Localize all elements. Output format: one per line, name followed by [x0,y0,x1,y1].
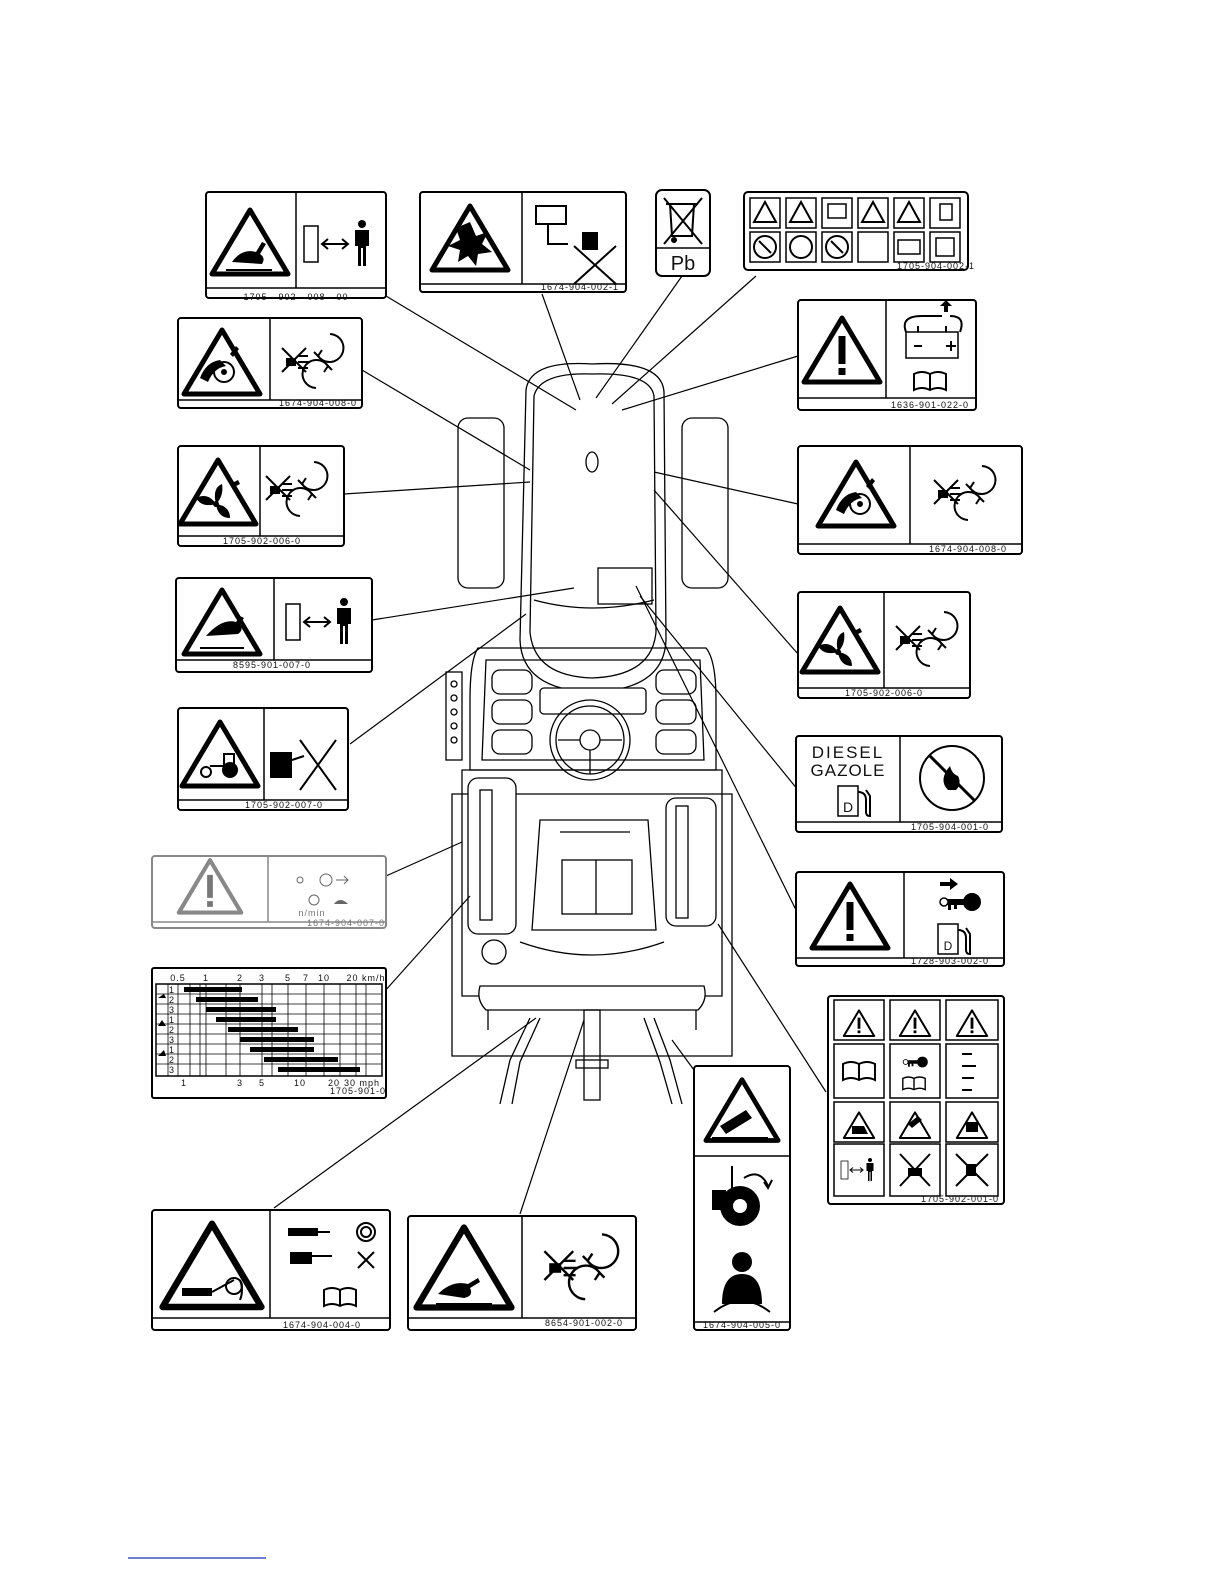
decal-text-nmin: n/min [298,908,325,918]
decal-code: 1674-904-008-0 [929,544,1007,554]
decal-safety-instructions-grid: 1705-902-001-0 [827,995,1005,1205]
tick-label: 5 [259,1078,265,1088]
decal-text-fuel-d: D [843,799,853,815]
tick-label: 1 [181,1078,187,1088]
decal-explosion-hazard: 1674-904-002-1 [419,191,627,293]
decal-text-diesel: DIESEL [812,743,884,762]
tick-label: 0.5 [170,973,186,983]
decal-code: 1705-902-007-0 [245,800,323,810]
tick-label: 30 mph [344,1078,380,1088]
tick-label: 20 [328,1078,340,1088]
decal-text-pb: Pb [671,253,695,275]
row-label: 1 [169,1015,175,1025]
decal-hot-surface-keep-away-top: 1705 - 902 - 008 - 00 [205,191,387,302]
row-label: 3 [169,1065,175,1075]
leader-lines [273,275,827,1215]
decal-code: 1705-902-006-0 [845,688,923,698]
tick-label: 5 [285,973,291,983]
tick-label: 3 [259,973,265,983]
tick-label: 3 [237,1078,243,1088]
decal-battery-warning-grid: 1705-904-002-1 [743,191,975,271]
decal-code: 8595-901-007-0 [233,660,311,670]
decal-code: 8654-901-002-0 [545,1318,623,1328]
decal-rollover-seatbelt: 1674-904-005-0 [693,1065,791,1331]
decal-code: 1674-904-004-0 [283,1320,361,1330]
tick-label: 10 [294,1078,306,1088]
decal-code: 1728-903-002-0 [911,956,989,966]
decal-code: 1674-904-008-0 [279,398,357,408]
decal-diesel-fuel-only: DIESEL GAZOLE D 1705-904-001-0 [795,735,1003,833]
decal-text-gazole: GAZOLE [811,761,886,780]
row-label: 2 [169,995,175,1005]
decal-code: 1674-904-002-1 [541,282,619,292]
row-label: 1 [169,1045,175,1055]
chart-top-ticks: 0.5 1 2 3 5 7 10 20 km/h [170,973,385,983]
decal-travel-speed-chart: 0.5 1 2 3 5 7 10 20 km/h 1 2 3 1 2 3 1 2… [151,967,387,1099]
decal-code: 1705-902-001-0 [921,1194,999,1204]
decal-code: 1674-904-005-0 [703,1320,781,1330]
row-label: 3 [169,1035,175,1045]
tick-label: 20 km/h [346,973,385,983]
decal-code: 1636-901-022-0 [891,400,969,410]
decal-battery-warning-right: 1636-901-022-0 [797,299,977,411]
tractor-top-view [445,362,733,1105]
decal-code: 1705-904-001-0 [911,822,989,832]
decal-hot-surface-keep-away-left: 8595-901-007-0 [175,577,373,673]
chart-bottom-ticks: 1 3 5 10 20 30 mph [181,1078,380,1088]
chart-row-labels: 1 2 3 1 2 3 1 2 3 [169,985,175,1075]
decal-belt-entanglement-left: 1674-904-008-0 [177,317,363,409]
decal-pto-speed-faded: n/min 1674-904-007-0 [151,855,387,929]
tick-label: 7 [303,973,309,983]
row-label: 3 [169,1005,175,1015]
row-label: 1 [169,985,175,995]
decal-fan-hazard-right: 1705-902-006-0 [797,591,971,699]
tick-label: 2 [237,973,243,983]
decal-fan-hazard-left: 1705-902-006-0 [177,445,345,547]
decal-pto-entanglement: 8654-901-002-0 [407,1215,637,1331]
decal-battery-disposal-pb: Pb [655,189,711,277]
decal-stop-engine-refuel: D 1728-903-002-0 [795,871,1005,967]
tick-label: 10 [318,973,330,983]
decal-code: 1674-904-007-0 [307,918,385,928]
decal-code: 1705-902-006-0 [223,536,301,546]
decal-code: 1705-904-002-1 [897,261,975,271]
decal-hitching-implement: 1674-904-004-0 [151,1209,391,1331]
row-label: 2 [169,1025,175,1035]
tick-label: 1 [203,973,209,983]
decal-code: 1705 - 902 - 008 - 00 [243,292,348,302]
decal-text-fuel-d: D [944,939,953,953]
decal-runover-hazard: 1705-902-007-0 [177,707,349,811]
row-label: 2 [169,1055,175,1065]
decal-belt-entanglement-right: 1674-904-008-0 [797,445,1023,555]
decal-code: 1705-901-0 [330,1086,386,1096]
